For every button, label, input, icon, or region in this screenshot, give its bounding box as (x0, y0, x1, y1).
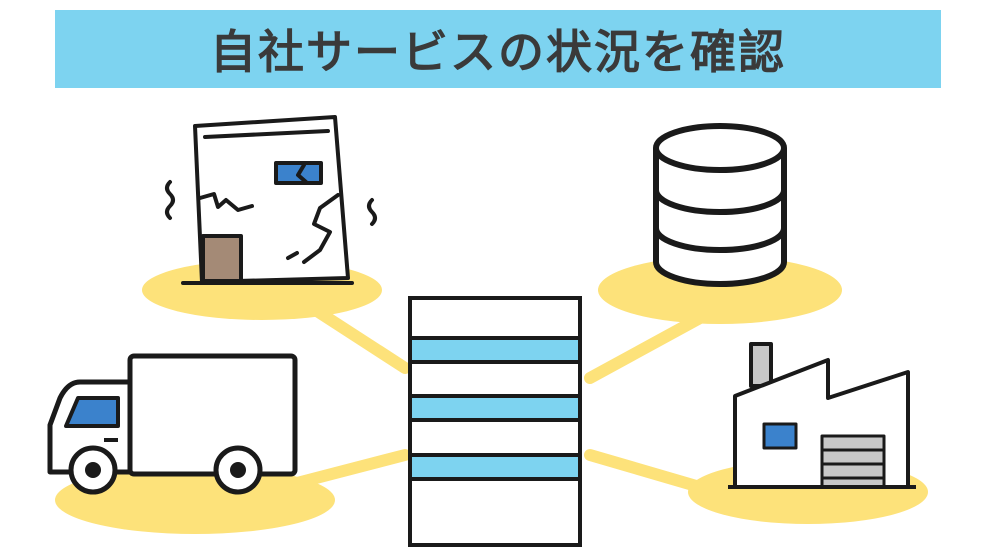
server-band (412, 455, 578, 479)
connector-factory (584, 449, 716, 496)
page-title: 自社サービスの状況を確認 (210, 25, 786, 79)
server-band (412, 396, 578, 420)
server-band (412, 338, 578, 362)
spotlight-truck (55, 466, 335, 534)
spotlight-database (598, 256, 842, 324)
factory-icon (728, 342, 916, 489)
title-banner: 自社サービスの状況を確認 (55, 10, 941, 88)
connector-database (584, 312, 706, 384)
truck-icon (47, 353, 298, 495)
database-icon (653, 123, 787, 287)
cracked-building-icon (165, 115, 377, 285)
server-icon (408, 296, 582, 547)
